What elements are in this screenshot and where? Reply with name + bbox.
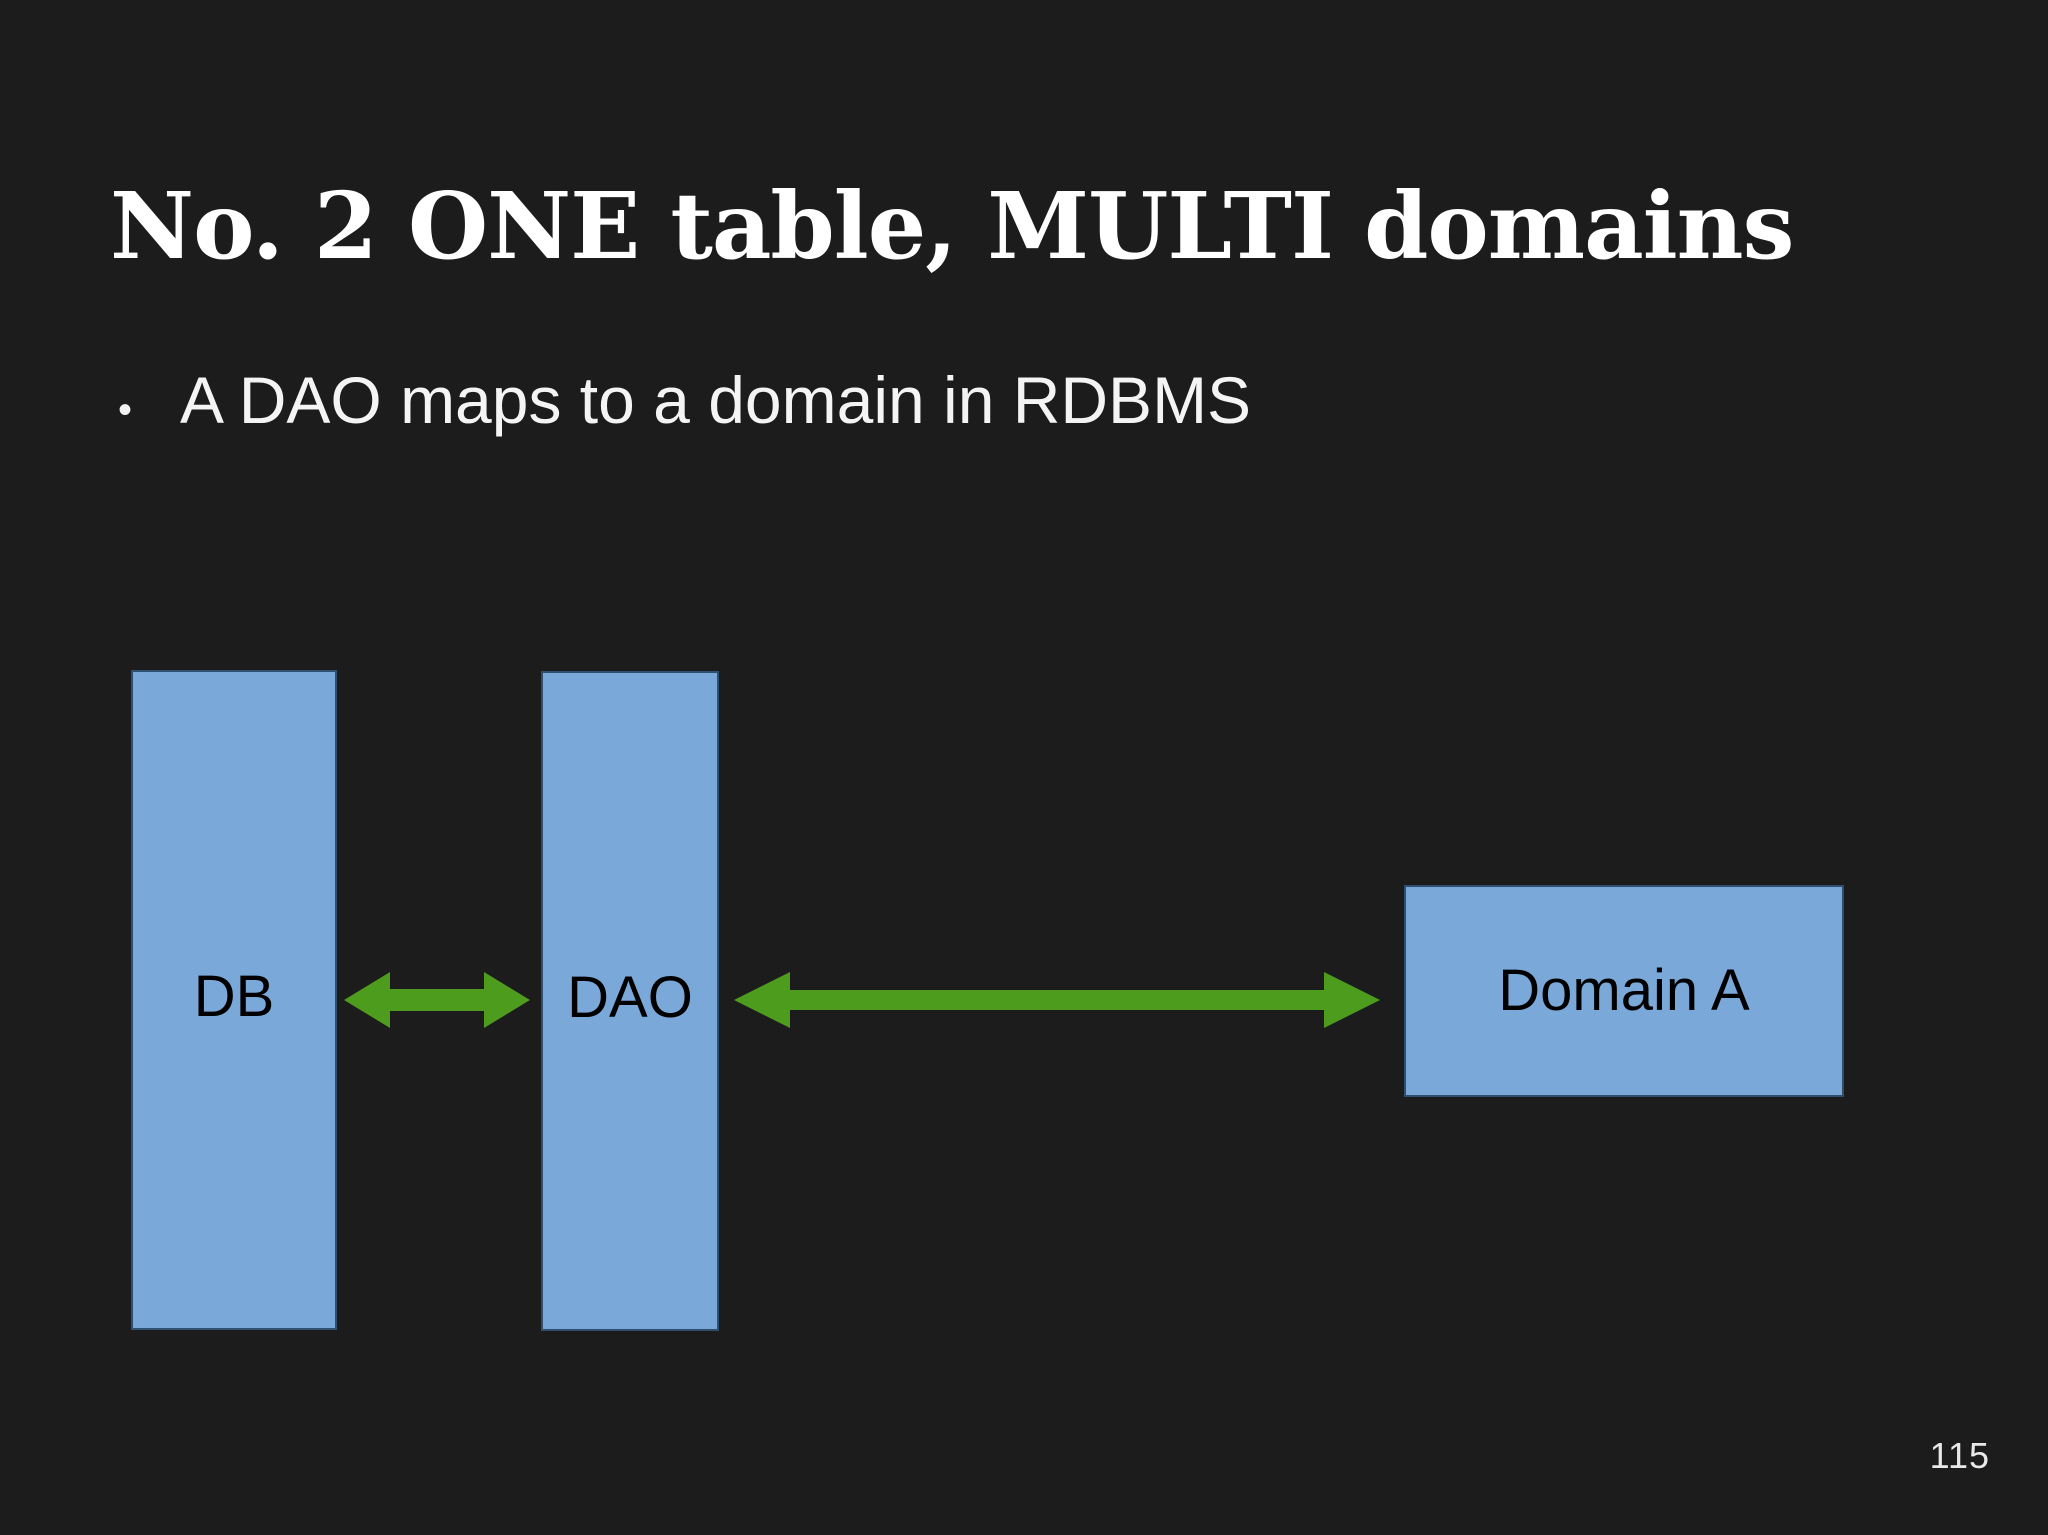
list-item: • A DAO maps to a domain in RDBMS — [118, 363, 1818, 437]
diagram-node-dao: DAO — [541, 671, 719, 1331]
bullet-list: • A DAO maps to a domain in RDBMS — [118, 363, 1818, 437]
diagram-node-label-dao: DAO — [567, 965, 693, 1030]
double-arrow-icon-dao-domain-a — [734, 972, 1380, 1028]
diagram-node-label-domain-a: Domain A — [1498, 958, 1750, 1023]
diagram-node-db: DB — [131, 670, 337, 1330]
bullet-text: A DAO maps to a domain in RDBMS — [180, 363, 1252, 437]
page-title: No. 2 ONE table, MULTI domains — [110, 171, 1794, 280]
double-arrow-icon-db-dao — [344, 972, 530, 1028]
diagram-node-label-db: DB — [193, 964, 275, 1029]
diagram-node-domain-a: Domain A — [1404, 885, 1844, 1097]
page-number: 115 — [1929, 1435, 1990, 1476]
bullet-marker-icon: • — [118, 388, 133, 432]
